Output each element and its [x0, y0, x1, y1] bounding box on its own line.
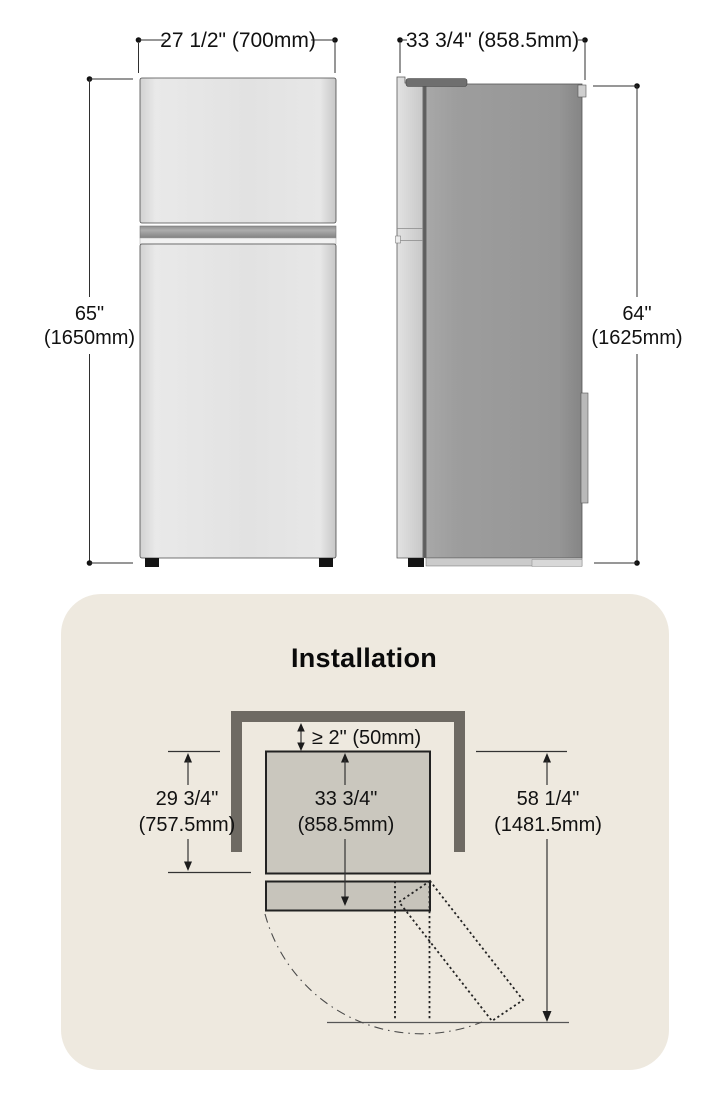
total-clearance-label-mm: (1481.5mm): [494, 814, 602, 836]
door-depth-label-in: 33 3/4": [315, 788, 378, 810]
side-height-label-in: 64": [622, 303, 651, 325]
side-view: 33 3/4" (858.5mm) 64" (1625mm): [395, 29, 683, 567]
side-height-label-mm: (1625mm): [591, 327, 682, 349]
depth-with-door-dimension: 33 3/4" (858.5mm): [298, 753, 395, 906]
door-top-view: [265, 880, 431, 912]
side-depth-dimension: 33 3/4" (858.5mm): [397, 29, 588, 80]
arrow-up-icon: [341, 753, 349, 763]
arrow-down-icon: [184, 861, 192, 871]
total-clearance-label-in: 58 1/4": [517, 788, 580, 810]
top-clearance-label: ≥ 2" (50mm): [312, 727, 421, 749]
door-open-angled: [397, 879, 525, 1023]
side-front-foot: [408, 558, 424, 567]
front-height-label-mm: (1650mm): [44, 327, 135, 349]
door-divider-band: [139, 225, 337, 239]
top-clearance-dimension: ≥ 2" (50mm): [297, 723, 421, 751]
cabinet-depth-label-mm: (757.5mm): [139, 814, 236, 836]
installation-panel: Installation ≥ 2" (50mm) 29 3/4" (757.5m…: [61, 594, 669, 1070]
front-height-dimension: 65" (1650mm): [44, 76, 135, 566]
door-divider-gap: [139, 237, 337, 245]
total-clearance-dimension: 58 1/4" (1481.5mm): [476, 750, 602, 1022]
side-body: [425, 83, 583, 559]
front-view: 27 1/2" (700mm) 65" (1650mm): [44, 29, 338, 567]
arrow-up-icon: [543, 753, 551, 763]
side-cabinet: [395, 76, 589, 567]
front-width-label: 27 1/2" (700mm): [160, 29, 316, 52]
front-right-foot: [319, 558, 333, 567]
side-door-hinge-bump: [395, 235, 401, 244]
front-left-foot: [145, 558, 159, 567]
side-door-edge: [396, 76, 424, 559]
arrow-up-icon: [297, 723, 305, 732]
door-swing-projection: [264, 879, 525, 1035]
installation-title: Installation: [291, 643, 437, 673]
arrow-down-icon: [341, 896, 349, 906]
side-rear-foot: [531, 559, 583, 567]
side-height-dimension: 64" (1625mm): [591, 83, 683, 566]
front-height-label-in: 65": [75, 303, 104, 325]
side-depth-label: 33 3/4" (858.5mm): [406, 29, 579, 52]
front-width-dimension: 27 1/2" (700mm): [135, 29, 338, 73]
cabinet-depth-label-in: 29 3/4": [156, 788, 219, 810]
arrow-up-icon: [184, 753, 192, 763]
door-depth-label-mm: (858.5mm): [298, 814, 395, 836]
back-rail: [580, 392, 589, 504]
arrow-down-icon: [297, 742, 305, 751]
top-hinge-tab: [577, 84, 587, 98]
freezer-door: [139, 77, 337, 224]
top-handle: [405, 78, 468, 87]
cabinet-top-view: [265, 750, 431, 875]
fridge-door: [139, 243, 337, 559]
arrow-down-icon: [542, 1011, 552, 1022]
front-cabinet: [139, 77, 337, 567]
cabinet-depth-dimension: 29 3/4" (757.5mm): [139, 750, 251, 874]
